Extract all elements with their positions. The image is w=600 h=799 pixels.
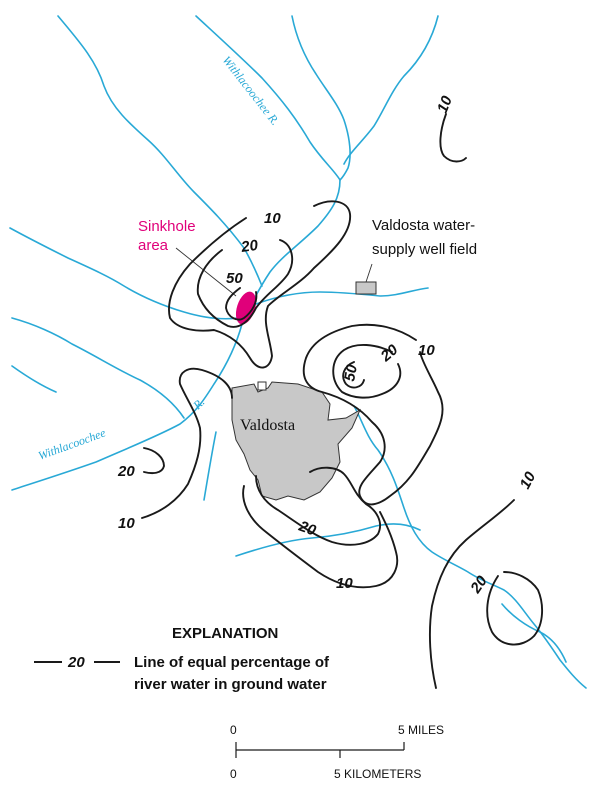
contour-label-south-20: 20 — [296, 517, 319, 539]
contour-se-20 — [486, 571, 543, 646]
tributary-nw-2 — [9, 227, 239, 320]
scale-miles-label: 5 MILES — [398, 723, 444, 737]
map-explanation: EXPLANATION 20 Line of equal percentage … — [34, 625, 330, 693]
contour-west-10 — [141, 367, 233, 519]
tributary-w-2 — [11, 365, 57, 393]
contour-label-se-20: 20 — [467, 572, 491, 597]
tributary-wellfield — [255, 287, 429, 305]
city-notch — [257, 381, 267, 391]
contour-south-20 — [255, 466, 382, 546]
explanation-title: EXPLANATION — [172, 625, 278, 642]
contour-north-20 — [196, 239, 294, 328]
tributary-far-se — [501, 603, 567, 663]
sinkhole-label-line2: area — [138, 237, 169, 254]
scale-miles-zero: 0 — [230, 723, 237, 737]
contour-label-east-10: 10 — [418, 342, 435, 359]
contour-label-west-20: 20 — [117, 463, 135, 480]
contour-label-se-10: 10 — [517, 469, 540, 492]
contour-label-south-10: 10 — [336, 575, 353, 592]
valdosta-city-area — [231, 381, 362, 501]
river-label-withlacoochee-west: Withlacoochee — [36, 425, 108, 463]
contour-ne-10 — [439, 113, 467, 163]
sinkhole-leader-line — [175, 247, 237, 297]
scale-km-zero: 0 — [230, 767, 237, 781]
contour-label-west-10: 10 — [118, 515, 135, 532]
contour-label-east-50: 50 — [341, 363, 361, 383]
contour-label-north-10: 10 — [264, 210, 281, 227]
legend-contour-value: 20 — [67, 654, 85, 671]
contour-east-10 — [302, 323, 444, 506]
tributary-nw-1 — [57, 15, 263, 287]
wellfield-label-line2: supply well field — [372, 241, 477, 258]
contour-se-10 — [429, 499, 515, 689]
tributary-east-south — [353, 405, 587, 689]
legend-description-line1: Line of equal percentage of — [134, 654, 330, 671]
legend-description-line2: river water in ground water — [134, 676, 327, 693]
sinkhole-label-line1: Sinkhole — [138, 218, 196, 235]
scale-bar: 0 5 MILES 0 5 KILOMETERS — [230, 723, 444, 781]
contour-east-50 — [342, 361, 365, 389]
well-field-marker — [355, 281, 377, 295]
scale-km-label: 5 KILOMETERS — [334, 767, 421, 781]
contour-label-ne-10: 10 — [434, 93, 456, 115]
withlacoochee-river-main — [11, 15, 341, 491]
wellfield-leader-line — [365, 263, 373, 283]
tributary-se-branch — [235, 523, 421, 557]
contour-west-20 — [143, 447, 165, 475]
contour-south-10 — [242, 485, 399, 589]
contour-label-north-50: 50 — [226, 270, 243, 287]
rivers — [9, 15, 587, 689]
contour-label-east-20: 20 — [377, 341, 402, 366]
city-label-valdosta: Valdosta — [240, 417, 295, 434]
contour-lines — [141, 113, 543, 689]
tributary-ne-1 — [291, 15, 351, 181]
tributary-w-1 — [11, 317, 185, 419]
contour-north-50 — [225, 287, 258, 321]
wellfield-label-line1: Valdosta water- — [372, 217, 475, 234]
tributary-ne-2 — [343, 15, 439, 165]
tributary-sw — [203, 431, 217, 501]
contour-labels: 10 10 20 50 10 20 50 20 10 20 10 10 20 — [117, 93, 540, 597]
contour-east-20 — [332, 344, 402, 399]
contour-label-north-20: 20 — [239, 237, 260, 256]
contour-north-10 — [168, 200, 351, 369]
